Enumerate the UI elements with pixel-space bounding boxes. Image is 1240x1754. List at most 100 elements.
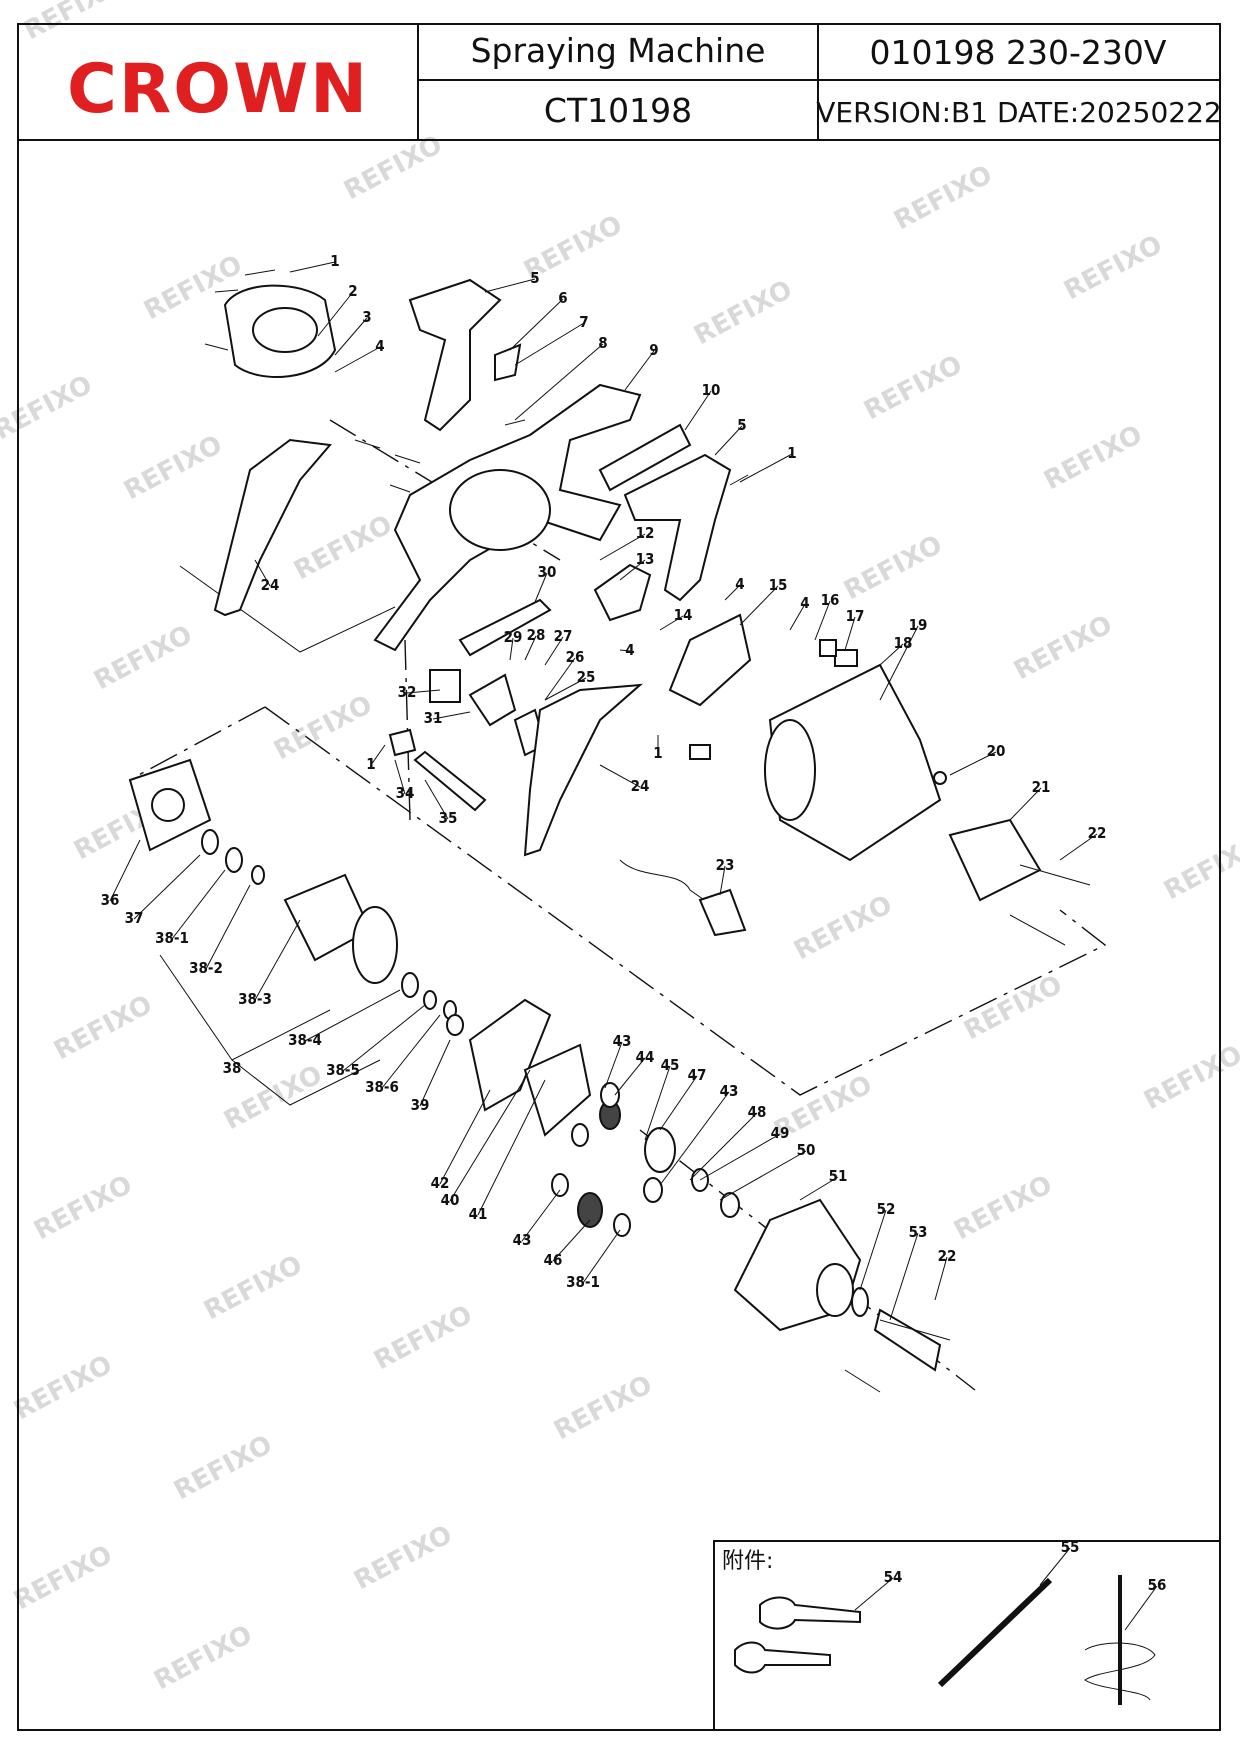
bearing: [551, 1173, 569, 1197]
fan: [352, 906, 398, 984]
part-number-label: 37: [125, 909, 144, 927]
watermark: REFIXO: [9, 1540, 117, 1616]
watermark: REFIXO: [0, 370, 97, 446]
watermark: REFIXO: [1139, 1040, 1240, 1116]
part-number-label: 55: [1061, 1538, 1080, 1556]
assembly-line: [134, 706, 266, 778]
watermark: REFIXO: [289, 510, 397, 586]
leader-line: [304, 989, 401, 1042]
part-number-label: 9: [649, 341, 658, 359]
wrench: [734, 1641, 831, 1674]
part-number-label: 38-3: [238, 990, 272, 1008]
long-screw: [844, 1369, 881, 1393]
extension-rod: [937, 1577, 1053, 1688]
leader-line: [133, 854, 201, 920]
watermark: REFIXO: [369, 1300, 477, 1376]
watermark: REFIXO: [839, 530, 947, 606]
part-number-label: 31: [424, 709, 443, 727]
part-number-label: 29: [504, 628, 523, 646]
watermark: REFIXO: [49, 990, 157, 1066]
leader-line: [814, 600, 831, 641]
header-model: CT10198: [544, 91, 692, 130]
leader-line: [544, 657, 576, 701]
part-number-label: 28: [527, 626, 546, 644]
part-number-label: 8: [598, 334, 607, 352]
part-number-label: 34: [396, 784, 415, 802]
power-cord: [619, 859, 741, 926]
leader-line: [739, 453, 793, 483]
part-number-label: 42: [431, 1174, 450, 1192]
part-number-label: 10: [702, 381, 721, 399]
leader-line: [719, 865, 726, 896]
watermark: REFIXO: [199, 1250, 307, 1326]
part-number-label: 43: [513, 1231, 532, 1249]
leader-line: [370, 744, 386, 766]
gear: [644, 1127, 676, 1173]
main-frame-opening: [449, 469, 551, 551]
leader-line: [254, 919, 301, 1001]
leader-line: [1039, 1547, 1071, 1586]
leader-line: [205, 884, 251, 970]
part-number-label: 50: [797, 1141, 816, 1159]
leader-line: [509, 637, 514, 661]
part-number-label: 5: [737, 416, 746, 434]
watermark: REFIXO: [269, 690, 377, 766]
leader-line: [432, 711, 471, 720]
part-number-label: 14: [674, 606, 693, 624]
rear-cover-vent: [252, 307, 318, 353]
leader-line: [534, 572, 548, 603]
clamp: [388, 728, 417, 757]
switch-plate: [494, 343, 522, 382]
leader-line: [659, 1075, 698, 1131]
group-bracket: [179, 565, 396, 653]
part-number-label: 12: [636, 524, 655, 542]
carbon-brush: [834, 649, 858, 667]
part-number-label: 38-4: [288, 1031, 322, 1049]
part-number-label: 15: [769, 576, 788, 594]
washer: [571, 1123, 589, 1147]
part-number-label: 35: [439, 809, 458, 827]
leader-line: [949, 751, 997, 776]
watermark: REFIXO: [789, 890, 897, 966]
leader-line: [719, 1150, 807, 1201]
motor-housing-end: [764, 719, 816, 821]
watermark: REFIXO: [1159, 830, 1240, 906]
leader-line: [879, 643, 904, 666]
part-shapes: [128, 269, 1091, 1393]
leader-line: [889, 1232, 919, 1321]
leader-line: [439, 1089, 491, 1185]
leader-line: [317, 291, 354, 337]
bearing: [225, 847, 243, 873]
leader-line: [334, 346, 381, 373]
leader-line: [521, 1189, 561, 1242]
leader-line: [514, 322, 585, 366]
part-number-label: 24: [261, 576, 280, 594]
carbon-brush: [689, 744, 711, 760]
bearing: [720, 1192, 740, 1218]
part-number-label: 4: [735, 575, 744, 593]
part-number-label: 3: [362, 308, 371, 326]
stator: [948, 818, 1042, 902]
switch: [593, 563, 652, 622]
part-number-label: 19: [909, 616, 928, 634]
rubber-sleeve: [201, 829, 219, 855]
part-number-label: 24: [631, 777, 650, 795]
part-number-label: 43: [613, 1032, 632, 1050]
leader-line: [582, 1229, 621, 1284]
oil-seal: [851, 1287, 869, 1317]
part-number-label: 48: [748, 1103, 767, 1121]
part-number-label: 20: [987, 742, 1006, 760]
leader-line: [724, 584, 741, 601]
leader-line: [599, 533, 646, 561]
part-number-label: 51: [829, 1167, 848, 1185]
long-screw: [879, 1319, 951, 1341]
header-title: Spraying Machine: [471, 31, 766, 70]
part-number-label: 17: [846, 607, 865, 625]
part-number-label: 44: [636, 1048, 655, 1066]
leader-line: [406, 689, 441, 694]
leader-line: [599, 764, 641, 788]
part-number-label: 43: [720, 1082, 739, 1100]
leader-line: [419, 1039, 451, 1107]
leader-line: [799, 1176, 839, 1201]
